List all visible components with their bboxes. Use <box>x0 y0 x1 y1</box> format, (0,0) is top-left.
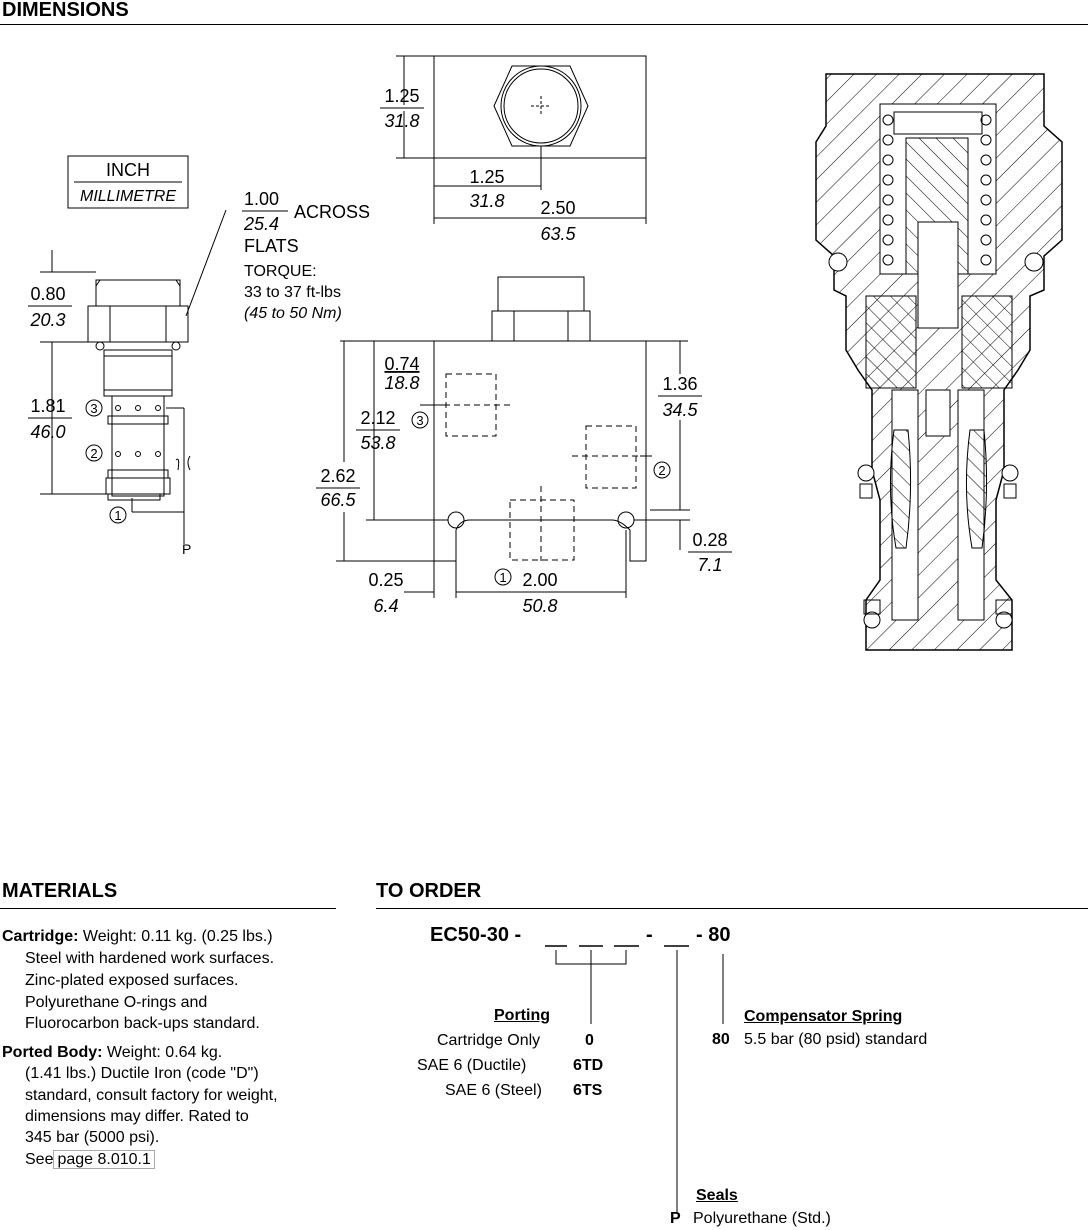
body-hole-in: 0.28 <box>692 530 727 550</box>
cart-hex-mm: 20.3 <box>29 310 65 330</box>
body-p3-top-in: 0.74 <box>384 354 419 374</box>
dimensions-rule <box>0 24 1088 25</box>
materials-rule <box>0 908 336 909</box>
body-p2-in: 1.36 <box>662 374 697 394</box>
cartridge-view <box>40 209 227 544</box>
top-width-in: 2.50 <box>540 198 575 218</box>
see-label: See <box>25 1151 54 1168</box>
cartridge-line-4: Fluorocarbon back-ups standard. <box>25 1015 260 1032</box>
body-line-2: standard, consult factory for weight, <box>25 1087 278 1104</box>
body-line-4: 345 bar (5000 psi). <box>25 1129 160 1146</box>
cartridge-line-1: Steel with hardened work surfaces. <box>25 950 275 967</box>
to-order-title: TO ORDER <box>376 880 482 902</box>
dimensions-title: DIMENSIONS <box>2 0 129 21</box>
cart-port-3: 3 <box>90 401 97 416</box>
torque-label: TORQUE: <box>244 263 317 280</box>
model-suffix: - 80 <box>696 924 731 946</box>
cartridge-label: Cartridge: <box>2 928 79 945</box>
body-p3-in: 2.12 <box>360 408 395 428</box>
to-order-rule <box>376 908 1088 909</box>
body-view <box>336 276 690 598</box>
body-holes-mm: 50.8 <box>522 596 557 616</box>
torque-nm: (45 to 50 Nm) <box>244 305 342 322</box>
body-p3-mm: 53.8 <box>360 433 395 453</box>
across-label: ACROSS <box>294 202 370 222</box>
cart-p-label: P <box>182 541 191 557</box>
porting-2-label: SAE 6 (Steel) <box>445 1082 542 1099</box>
porting-title: Porting <box>494 1007 550 1024</box>
cartridge-line-2: Zinc-plated exposed surfaces. <box>25 972 239 989</box>
body-line-3: dimensions may differ. Rated to <box>25 1108 249 1125</box>
seals-title: Seals <box>696 1187 738 1204</box>
cart-length-mm: 46.0 <box>30 422 65 442</box>
body-p3-top-mm: 18.8 <box>384 373 419 393</box>
body-holes-in: 2.00 <box>522 570 557 590</box>
cross-section-view <box>815 73 1063 651</box>
spring-title: Compensator Spring <box>744 1008 903 1025</box>
spring-code: 80 <box>712 1031 730 1048</box>
seals-desc: Polyurethane (Std.) <box>693 1210 831 1227</box>
cart-hex-in: 0.80 <box>30 284 65 304</box>
units-inch: INCH <box>106 160 150 180</box>
across-mm: 25.4 <box>243 214 279 234</box>
cartridge-line-0: Weight: 0.11 kg. (0.25 lbs.) <box>82 928 273 945</box>
top-width-mm: 63.5 <box>540 224 576 244</box>
porting-0-code: 0 <box>585 1032 594 1049</box>
body-port-3: 3 <box>416 413 423 428</box>
porting-1-code: 6TD <box>573 1057 604 1074</box>
body-p2-mm: 34.5 <box>662 400 698 420</box>
model-dash: - <box>646 924 653 946</box>
across-in: 1.00 <box>244 189 279 209</box>
top-center-in: 1.25 <box>469 167 504 187</box>
dimension-drawings: INCH MILLIMETRE <box>28 55 1063 651</box>
units-legend: INCH MILLIMETRE <box>67 155 189 209</box>
cart-port-1: 1 <box>114 508 121 523</box>
body-line-1: (1.41 lbs.) Ductile Iron (code "D") <box>25 1065 259 1082</box>
top-height-in: 1.25 <box>384 86 419 106</box>
top-height-mm: 31.8 <box>384 111 419 131</box>
body-port-2: 2 <box>658 463 665 478</box>
materials-title: MATERIALS <box>2 880 118 902</box>
page-link[interactable]: page 8.010.1 <box>53 1150 155 1169</box>
cartridge-line-3: Polyurethane O-rings and <box>25 994 208 1011</box>
spring-desc: 5.5 bar (80 psid) standard <box>744 1031 928 1048</box>
porting-2-code: 6TS <box>573 1082 603 1099</box>
body-hole-mm: 7.1 <box>697 555 722 575</box>
cart-port-2: 2 <box>90 446 97 461</box>
body-line-0: Weight: 0.64 kg. <box>106 1044 223 1061</box>
body-left-in: 0.25 <box>368 570 403 590</box>
body-height-mm: 66.5 <box>320 490 356 510</box>
body-port-1: 1 <box>499 570 506 585</box>
units-mm: MILLIMETRE <box>80 188 176 205</box>
body-label: Ported Body: <box>2 1044 103 1061</box>
cart-length-in: 1.81 <box>30 396 65 416</box>
flats-label: FLATS <box>244 236 299 256</box>
torque-ftlbs: 33 to 37 ft-lbs <box>244 284 341 301</box>
porting-0-label: Cartridge Only <box>437 1032 541 1049</box>
materials-cartridge: Cartridge: Weight: 0.11 kg. (0.25 lbs.) <box>2 926 273 948</box>
model-prefix: EC50-30 - <box>430 924 522 946</box>
porting-1-label: SAE 6 (Ductile) <box>417 1057 527 1074</box>
top-center-mm: 31.8 <box>469 191 504 211</box>
materials-body: Ported Body: Weight: 0.64 kg. <box>2 1042 222 1064</box>
top-view <box>396 55 647 224</box>
body-left-mm: 6.4 <box>373 596 398 616</box>
seals-code: P <box>670 1210 681 1227</box>
body-height-in: 2.62 <box>320 466 355 486</box>
